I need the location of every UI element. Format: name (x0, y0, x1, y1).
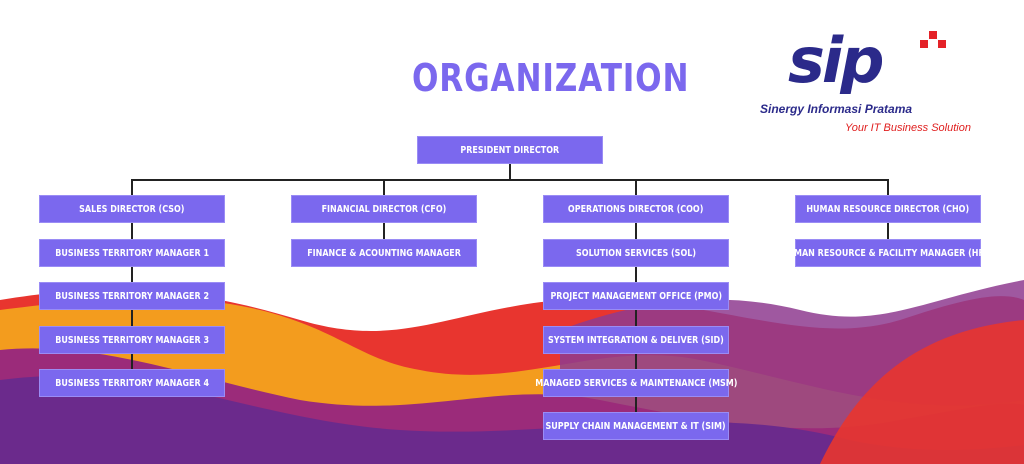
logo-mark: sip (788, 28, 882, 94)
connector (635, 179, 637, 195)
org-box: PROJECT MANAGEMENT OFFICE (PMO) (543, 282, 729, 310)
logo-company-name: Sinergy Informasi Pratama (760, 102, 913, 116)
connector (131, 179, 889, 181)
connector (383, 223, 385, 240)
org-box: BUSINESS TERRITORY MANAGER 2 (39, 282, 225, 310)
org-box: FINANCIAL DIRECTOR (CFO) (291, 195, 477, 223)
connector (509, 164, 511, 181)
org-box: BUSINESS TERRITORY MANAGER 1 (39, 239, 225, 267)
org-box: SOLUTION SERVICES (SOL) (543, 239, 729, 267)
company-logo: sip Sinergy Informasi Pratama Your IT Bu… (760, 28, 980, 140)
logo-tagline: Your IT Business Solution (845, 122, 971, 134)
org-box: FINANCE & ACOUNTING MANAGER (291, 239, 477, 267)
connector (887, 223, 889, 240)
logo-square-icon (920, 40, 928, 48)
connector (887, 179, 889, 195)
org-box: HUMAN RESOURCE DIRECTOR (CHO) (795, 195, 981, 223)
org-box: BUSINESS TERRITORY MANAGER 3 (39, 326, 225, 354)
org-box: SYSTEM INTEGRATION & DELIVER (SID) (543, 326, 729, 354)
org-box: BUSINESS TERRITORY MANAGER 4 (39, 369, 225, 397)
org-box: OPERATIONS DIRECTOR (COO) (543, 195, 729, 223)
org-box: SUPPLY CHAIN MANAGEMENT & IT (SIM) (543, 412, 729, 440)
logo-square-icon (938, 40, 946, 48)
org-box: SALES DIRECTOR (CSO) (39, 195, 225, 223)
logo-square-icon (929, 31, 937, 39)
connector (383, 179, 385, 195)
org-box: MANAGED SERVICES & MAINTENANCE (MSM) (535, 369, 737, 397)
connector (635, 223, 637, 413)
connector (131, 179, 133, 195)
page-title: ORGANIZATION (412, 56, 690, 100)
org-box-president: PRESIDENT DIRECTOR (417, 136, 603, 164)
org-box: HUMAN RESOURCE & FACILITY MANAGER (HFM) (781, 239, 995, 267)
